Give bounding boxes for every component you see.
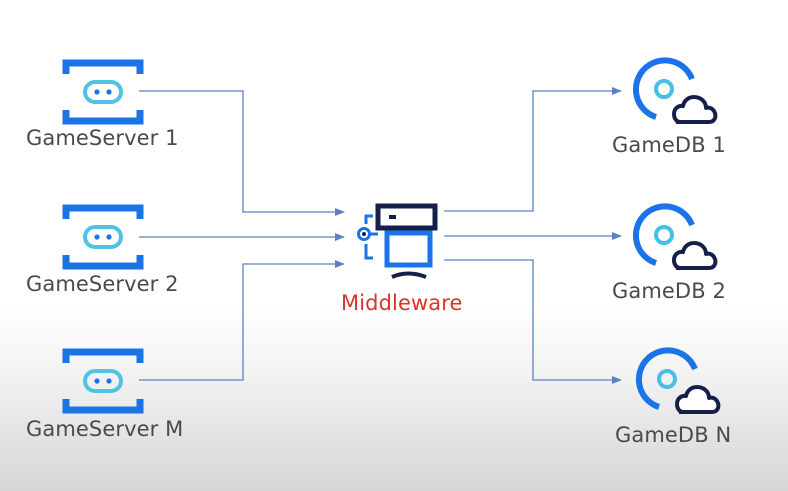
middleware-icon	[357, 203, 438, 279]
gamedb-2-label: GameDB 2	[612, 279, 726, 303]
game-server-m-icon	[66, 352, 140, 410]
game-server-1-icon	[66, 63, 140, 121]
gameserver-1-label: GameServer 1	[26, 126, 179, 150]
gamedb-n-label: GameDB N	[615, 423, 732, 447]
game-db-n-icon	[639, 350, 718, 412]
middleware-label: Middleware	[341, 291, 463, 315]
game-db-2-icon	[636, 206, 715, 268]
gameserver-m-label: GameServer M	[26, 417, 184, 441]
gameserver-2-label: GameServer 2	[26, 272, 179, 296]
server-to-middleware-arrows	[139, 90, 345, 381]
game-db-1-icon	[636, 60, 715, 122]
arrow-gameserver-m	[139, 260, 345, 381]
arrow-gamedb-n	[444, 259, 622, 384]
middleware-to-db-arrows	[444, 87, 622, 384]
gamedb-1-label: GameDB 1	[612, 133, 726, 157]
game-server-2-icon	[66, 208, 140, 266]
arrow-gameserver-1	[139, 90, 345, 216]
arrow-gamedb-1	[444, 87, 622, 212]
